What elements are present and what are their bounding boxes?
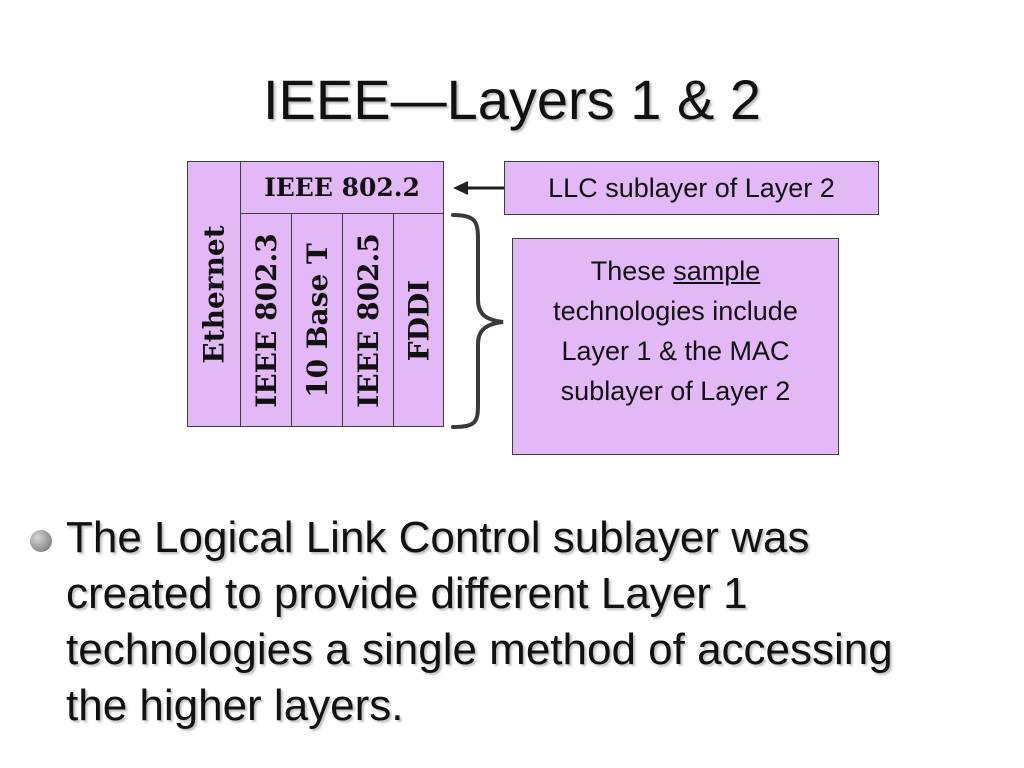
sample-note-box: These sample technologies include Layer … [512,238,839,455]
ethernet-box: Ethernet [187,161,241,427]
tech-column-10-base-t: 10 Base T [291,213,343,427]
ieee-802-2-label: IEEE 802.2 [264,173,420,202]
sample-note-prefix: These [590,256,674,286]
llc-note-box: LLC sublayer of Layer 2 [504,161,879,215]
slide-title: IEEE—Layers 1 & 2 [262,68,761,131]
tech-column-fddi: FDDI [393,213,444,427]
tech-column-ieee-802-5: IEEE 802.5 [342,213,394,427]
bullet-text: The Logical Link Control sublayer was cr… [66,513,893,730]
sample-note-underlined: sample [673,256,761,286]
sample-note-rest: technologies include Layer 1 & the MAC s… [553,296,798,406]
arrow-left-icon [453,181,505,195]
bullet-dot-icon [30,530,52,552]
llc-note-text: LLC sublayer of Layer 2 [548,172,835,203]
curly-brace-icon [451,213,504,429]
